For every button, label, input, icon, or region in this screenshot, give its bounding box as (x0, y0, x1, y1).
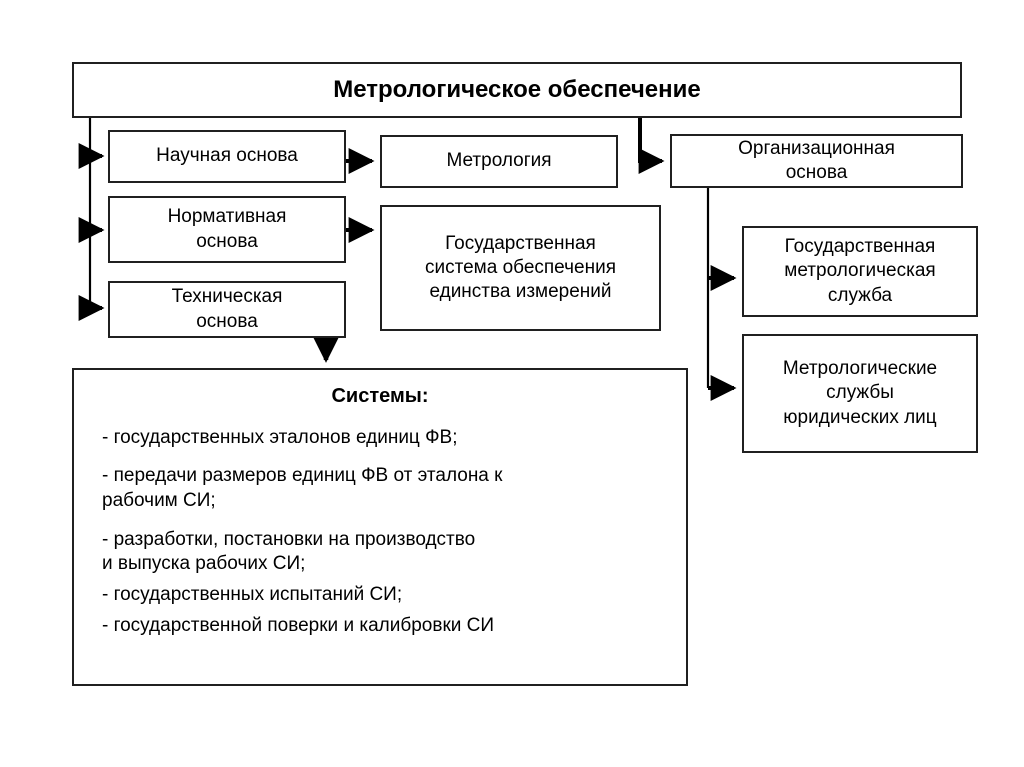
node-legal-entity-services: Метрологические службы юридических лиц (742, 334, 978, 453)
node-state-metrological-service-label: Государственная метрологическая служба (784, 236, 936, 306)
node-state-system-label: Государственная система обеспечения един… (425, 232, 616, 303)
node-title-label: Метрологическое обеспечение (333, 75, 701, 103)
node-title: Метрологическое обеспечение (72, 62, 962, 118)
systems-list: - государственных эталонов единиц ФВ; - … (74, 426, 686, 639)
node-state-metrological-service: Государственная метрологическая служба (742, 226, 978, 317)
systems-list-item: - государственных испытаний СИ; (102, 584, 403, 606)
node-state-system: Государственная система обеспечения един… (380, 205, 661, 331)
node-technical-basis: Техническая основа (108, 281, 346, 338)
systems-list-item: - государственной поверки и калибровки С… (102, 614, 495, 636)
node-systems-panel: Системы: - государственных эталонов един… (72, 368, 688, 686)
node-organizational-basis-label: Организационная основа (738, 137, 895, 183)
node-normative-basis: Нормативная основа (108, 196, 346, 263)
node-metrology-label: Метрология (446, 150, 552, 172)
node-legal-entity-services-label: Метрологические службы юридических лиц (782, 358, 938, 428)
connector-title-to-organizational (638, 118, 665, 174)
node-scientific-basis: Научная основа (108, 130, 346, 183)
node-metrology: Метрология (380, 135, 618, 188)
systems-list-item: - государственных эталонов единиц ФВ; (102, 426, 458, 448)
systems-list-item: - разработки, постановки на производство… (102, 528, 476, 575)
systems-heading: Системы: (331, 385, 429, 407)
node-scientific-basis-label: Научная основа (156, 145, 298, 167)
systems-list-item: - передачи размеров единиц ФВ от эталона… (102, 465, 503, 511)
node-technical-basis-label: Техническая основа (171, 286, 283, 332)
node-organizational-basis: Организационная основа (670, 134, 963, 188)
node-normative-basis-label: Нормативная основа (167, 206, 287, 252)
